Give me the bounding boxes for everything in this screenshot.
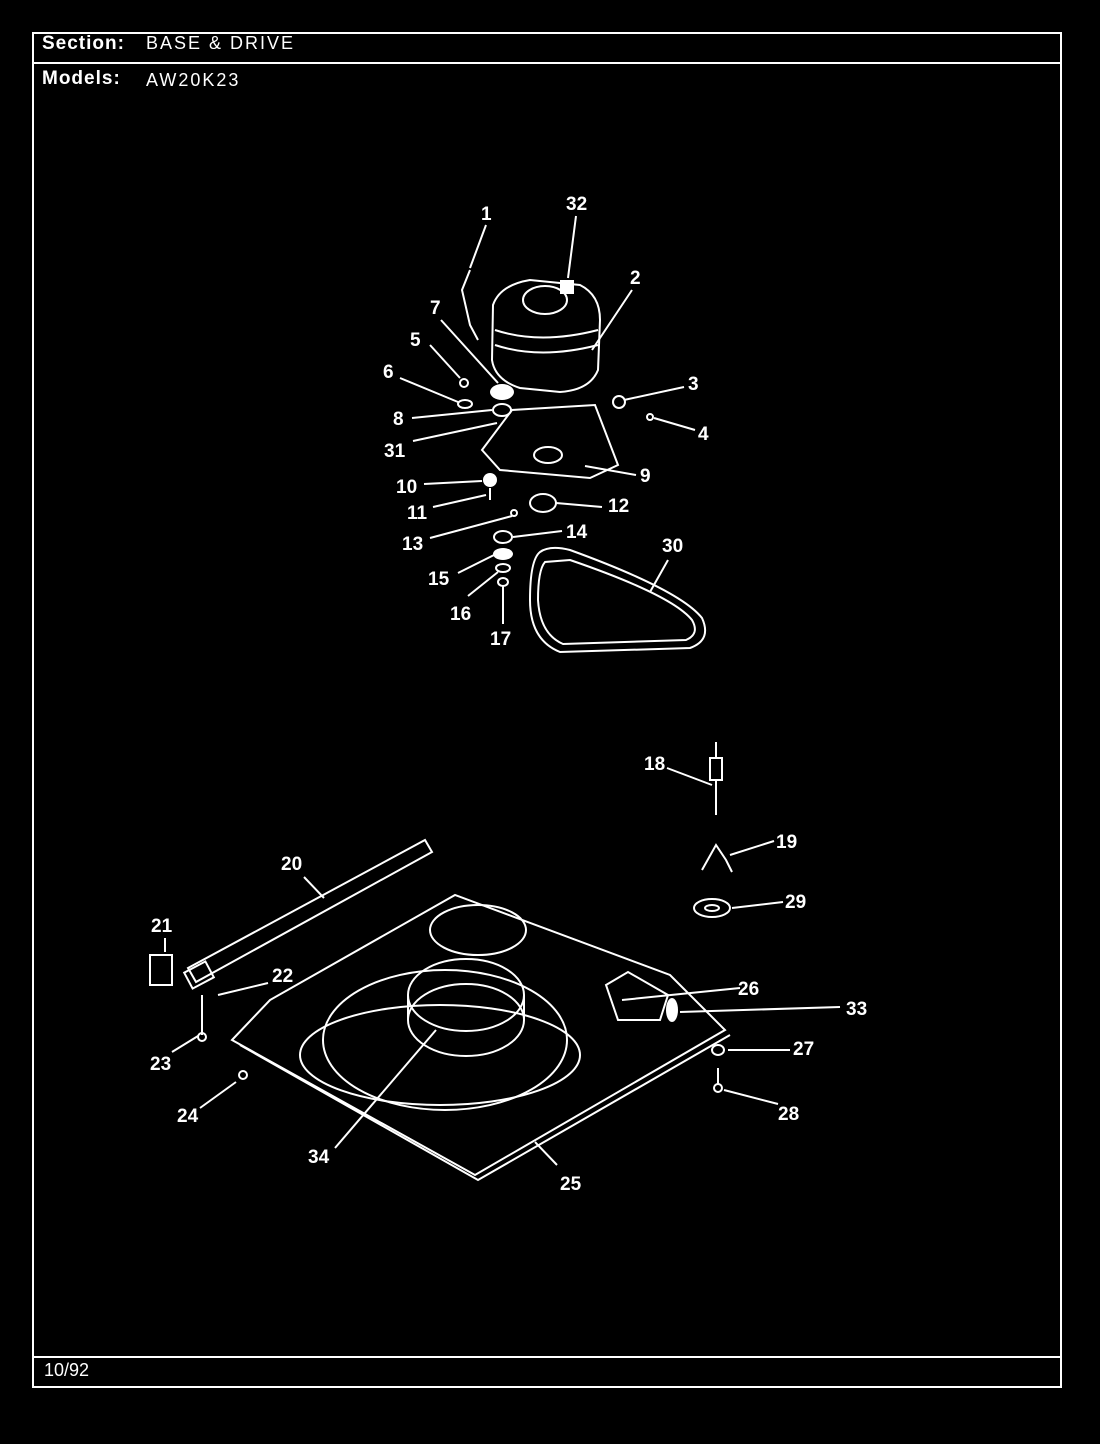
- callout-23: 23: [150, 1054, 171, 1075]
- callout-31: 31: [384, 441, 406, 462]
- callout-12: 12: [608, 496, 629, 517]
- callout-21: 21: [151, 916, 173, 937]
- callout-34: 34: [308, 1147, 330, 1168]
- callout-27: 27: [793, 1039, 814, 1060]
- callout-17: 17: [490, 629, 511, 650]
- callout-30: 30: [662, 536, 683, 557]
- callout-26: 26: [738, 979, 759, 1000]
- callout-labels: 1 32 2 3 4 7 5 6 8 31 9 10 11 12 13 14 1…: [150, 194, 867, 1195]
- callout-24: 24: [177, 1106, 199, 1127]
- callout-19: 19: [776, 832, 797, 853]
- footer-divider: [34, 1356, 1060, 1358]
- section-value: BASE & DRIVE: [146, 33, 296, 53]
- callout-5: 5: [410, 330, 421, 351]
- callout-3: 3: [688, 374, 699, 395]
- callout-14: 14: [566, 522, 588, 543]
- models-label: Models:: [42, 68, 121, 89]
- callout-8: 8: [393, 409, 404, 430]
- motor-assembly: [457, 269, 654, 587]
- callout-1: 1: [481, 204, 492, 225]
- callout-7: 7: [430, 298, 441, 319]
- leader-lines: [164, 215, 841, 1166]
- drive-belt: [528, 546, 706, 654]
- base-assembly: [149, 742, 733, 1182]
- header-divider: [34, 62, 1060, 64]
- callout-10: 10: [396, 477, 417, 498]
- callout-18: 18: [644, 754, 665, 775]
- callout-25: 25: [560, 1174, 582, 1195]
- callout-15: 15: [428, 569, 450, 590]
- callout-4: 4: [698, 424, 709, 445]
- section-label: Section:: [42, 33, 125, 54]
- callout-2: 2: [630, 268, 641, 289]
- callout-29: 29: [785, 892, 806, 913]
- callout-9: 9: [640, 466, 651, 487]
- callout-33: 33: [846, 999, 867, 1020]
- callout-20: 20: [281, 854, 302, 875]
- callout-28: 28: [778, 1104, 799, 1125]
- callout-16: 16: [450, 604, 471, 625]
- callout-6: 6: [383, 362, 394, 383]
- callout-22: 22: [272, 966, 293, 987]
- callout-32: 32: [566, 194, 587, 215]
- callout-13: 13: [402, 534, 423, 555]
- callout-11: 11: [407, 503, 428, 524]
- models-value: AW20K23: [146, 70, 241, 90]
- footer-date: 10/92: [44, 1360, 90, 1380]
- diagram-frame: [32, 32, 1062, 1388]
